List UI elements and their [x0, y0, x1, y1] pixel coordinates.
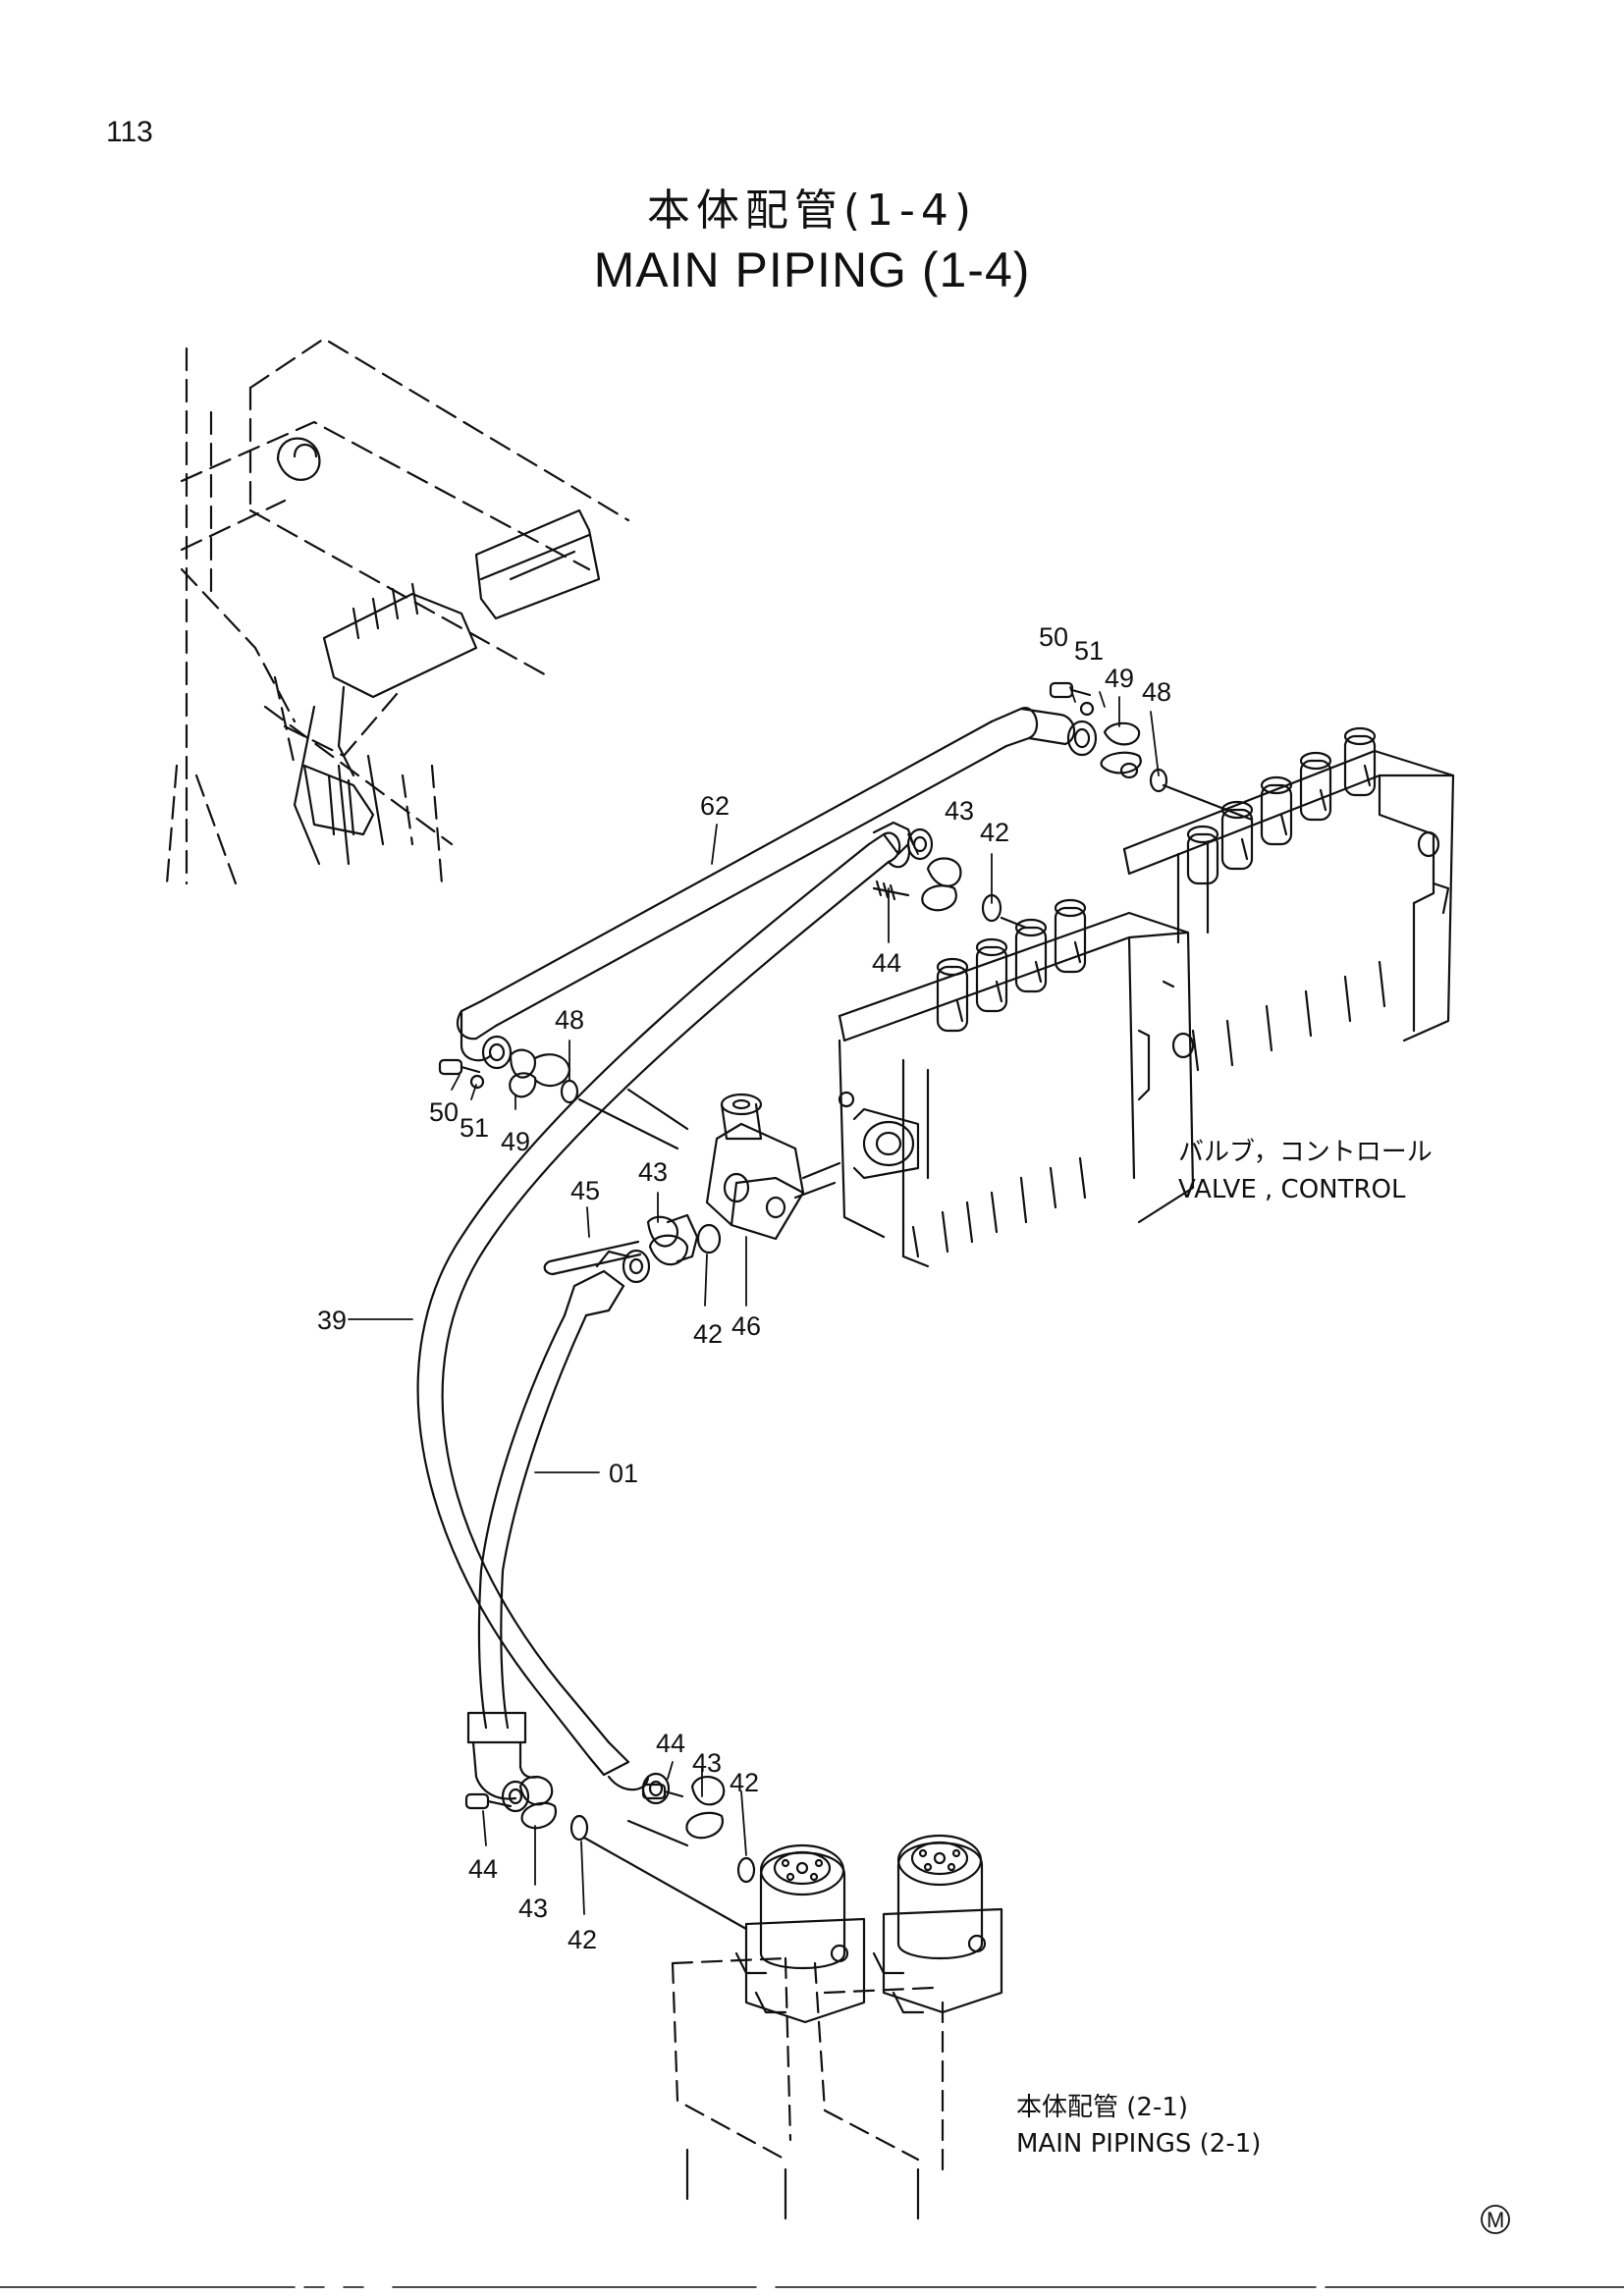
callout-42: 42: [980, 818, 1009, 847]
callout-51: 51: [1074, 636, 1104, 666]
leader-lines: [348, 686, 1160, 1915]
callout-43: 43: [692, 1748, 722, 1778]
callout-42: 42: [730, 1768, 759, 1797]
pipe-62: [456, 707, 1098, 1070]
valve-caption-english: VALVE , CONTROL: [1178, 1175, 1406, 1204]
left-flange-set-62: [438, 1048, 679, 1150]
callout-46: 46: [731, 1311, 761, 1341]
middle-flange-set: [872, 857, 1028, 930]
callout-44: 44: [468, 1854, 498, 1884]
callout-44: 44: [872, 948, 901, 978]
bottom-flange-sets: [464, 1776, 756, 1931]
callout-62: 62: [700, 791, 730, 821]
callout-44: 44: [656, 1729, 685, 1758]
valve-caption-japanese: バルブ，コントロール: [1178, 1138, 1433, 1167]
callout-42: 42: [568, 1925, 597, 1954]
callout-numbers: 50 51 49 48 62 43 42 44 48 50 51 49 45 4…: [317, 622, 1171, 1954]
circled-m-letter: M: [1487, 2208, 1504, 2232]
page-title-japanese: 本体配管(1-4): [646, 186, 978, 236]
machine-overview-illustration: [165, 337, 630, 885]
lower-motor-assembly: [671, 1834, 1003, 2220]
callout-43: 43: [945, 796, 974, 826]
control-valve: [838, 726, 1455, 1268]
callout-48: 48: [1142, 677, 1171, 707]
callout-43: 43: [638, 1157, 668, 1187]
page-title-english: MAIN PIPING (1-4): [593, 242, 1031, 297]
captions: バルブ，コントロール VALVE , CONTROL 本体配管 (2-1) MA…: [1016, 1138, 1433, 2159]
callout-01: 01: [609, 1459, 638, 1488]
callout-50: 50: [429, 1097, 459, 1127]
callout-43: 43: [518, 1894, 548, 1923]
pipings-caption-english: MAIN PIPINGS (2-1): [1016, 2129, 1261, 2159]
circled-m-mark: M: [1481, 2205, 1510, 2234]
callout-50: 50: [1039, 622, 1068, 652]
callout-48: 48: [555, 1005, 584, 1035]
callout-49: 49: [501, 1127, 530, 1156]
fitting-46-set: [543, 1088, 841, 1276]
hose-01: [466, 1249, 651, 1813]
callout-51: 51: [460, 1113, 489, 1143]
callout-49: 49: [1105, 664, 1134, 693]
hose-39: [416, 821, 934, 1805]
pipings-caption-japanese: 本体配管 (2-1): [1016, 2093, 1188, 2122]
page-number: 113: [106, 116, 153, 148]
callout-42: 42: [693, 1319, 723, 1349]
callout-39: 39: [317, 1306, 347, 1335]
callout-45: 45: [570, 1176, 600, 1205]
